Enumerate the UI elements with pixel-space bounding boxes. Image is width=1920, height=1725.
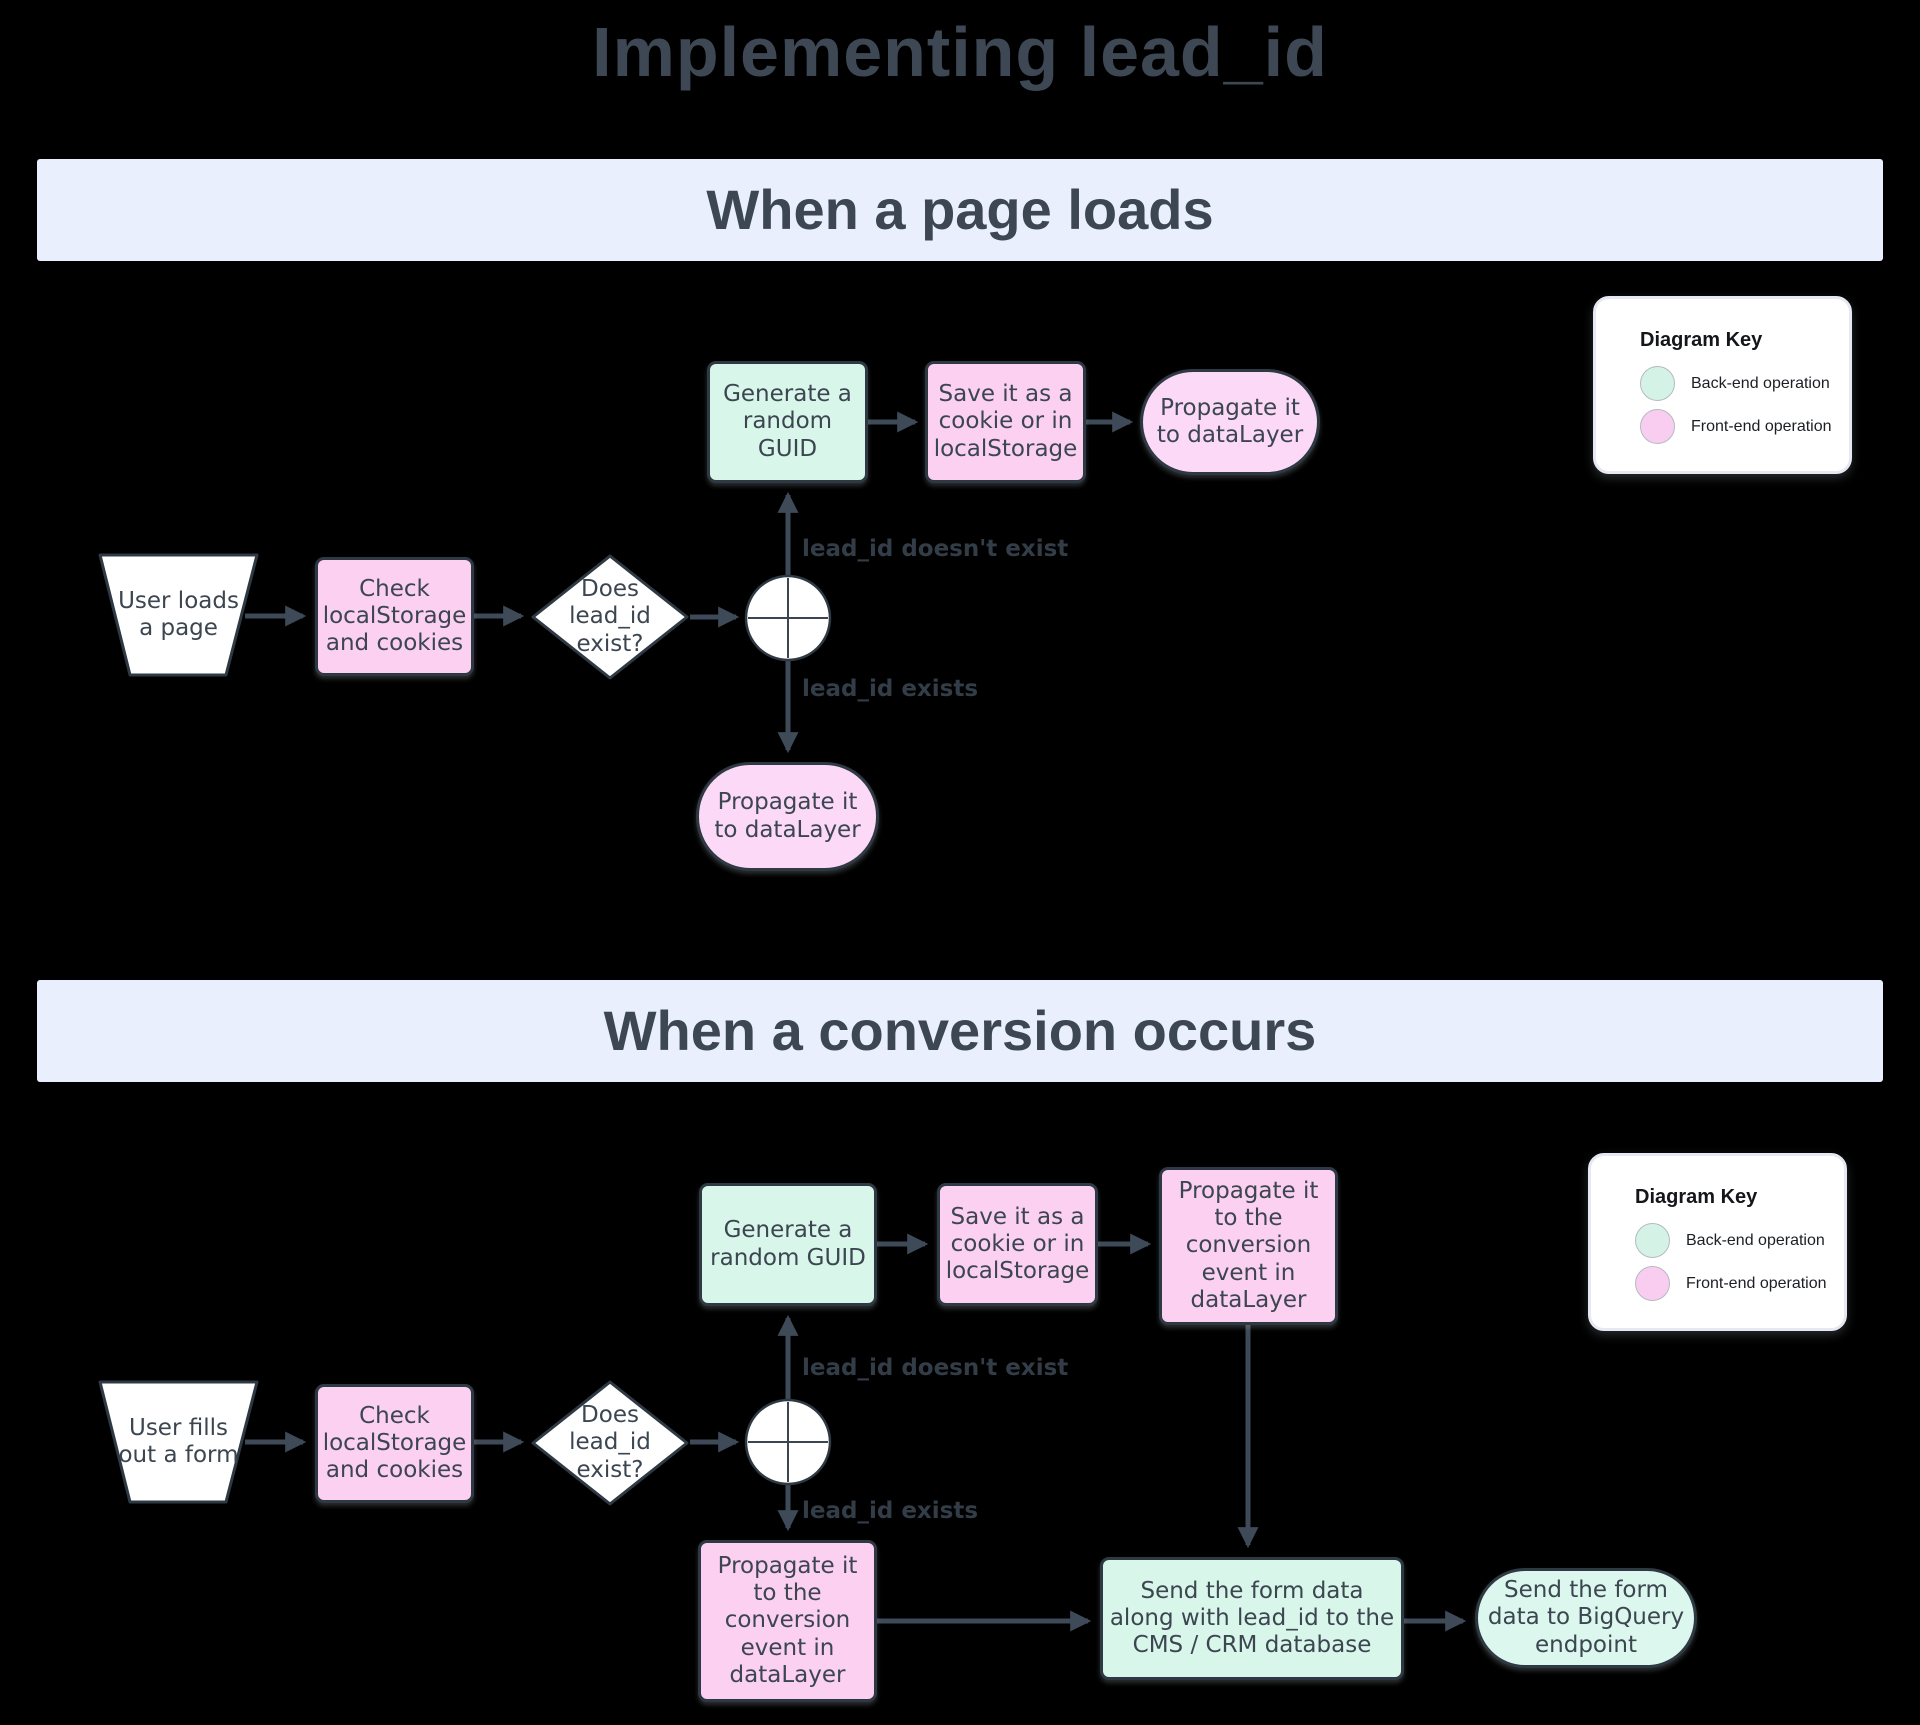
edge-label-lead-id-doesnt-exist: lead_id doesn't exist [802, 536, 1069, 562]
node-does-lead-id-exist: Does lead_id exist? [530, 553, 690, 681]
diagram-key-title: Diagram Key [1635, 1186, 1758, 1208]
node-generate-guid: Generate a random GUID [707, 361, 868, 483]
edge-label-lead-id-exists: lead_id exists [802, 1498, 979, 1524]
node-label: User loads a page [118, 587, 239, 641]
legend-item-backend: Back-end operation [1640, 366, 1849, 401]
node-send-form-data-cms-crm: Send the form data along with lead_id to… [1100, 1557, 1404, 1680]
node-check-localstorage: Check localStorage and cookies [315, 1384, 474, 1503]
flow2-junction-node [744, 1398, 832, 1486]
legend-item-backend: Back-end operation [1635, 1223, 1844, 1258]
node-propagate-datalayer-bottom: Propagate it to dataLayer [696, 762, 879, 871]
node-does-lead-id-exist: Does lead_id exist? [530, 1379, 690, 1507]
diagram-key-panel: Diagram Key Back-end operation Front-end… [1588, 1153, 1847, 1331]
node-label: Propagate it to the conversion event in … [1178, 1178, 1319, 1313]
node-label: Propagate it to dataLayer [1156, 394, 1304, 448]
node-label: Generate a random GUID [723, 381, 852, 462]
edge-label-lead-id-exists: lead_id exists [802, 676, 979, 702]
node-label: Does lead_id exist? [569, 576, 651, 657]
node-save-cookie: Save it as a cookie or in localStorage [925, 361, 1086, 483]
trapezoid-shape [98, 553, 259, 677]
node-label: Does lead_id exist? [569, 1402, 651, 1483]
legend-item-label: Front-end operation [1686, 1274, 1827, 1292]
edge-label-lead-id-doesnt-exist: lead_id doesn't exist [802, 1355, 1069, 1381]
flow1-edges [245, 411, 1134, 754]
node-label: Check localStorage and cookies [322, 575, 467, 657]
node-user-loads-page: User loads a page [97, 552, 260, 678]
frontend-operation-dot-icon [1635, 1266, 1670, 1301]
trapezoid-shape [98, 1380, 259, 1504]
section-header-page-loads: When a page loads [37, 159, 1883, 261]
node-generate-guid: Generate a random GUID [699, 1183, 877, 1306]
node-label: Send the form data along with lead_id to… [1109, 1577, 1395, 1659]
node-label: Propagate it to dataLayer [714, 789, 861, 843]
flow1-junction-node [744, 574, 832, 662]
legend-item-frontend: Front-end operation [1635, 1266, 1844, 1301]
node-check-localstorage: Check localStorage and cookies [315, 557, 474, 676]
diagram-key-title: Diagram Key [1640, 329, 1763, 351]
node-propagate-conversion-event-bottom: Propagate it to the conversion event in … [698, 1540, 877, 1702]
node-label: Save it as a cookie or in localStorage [933, 381, 1078, 462]
diagram-key-panel: Diagram Key Back-end operation Front-end… [1593, 296, 1852, 474]
node-propagate-datalayer-top: Propagate it to dataLayer [1140, 369, 1320, 475]
backend-operation-dot-icon [1640, 366, 1675, 401]
node-propagate-conversion-event-top: Propagate it to the conversion event in … [1159, 1167, 1338, 1325]
node-user-fills-form: User fills out a form [97, 1379, 260, 1505]
legend-item-frontend: Front-end operation [1640, 409, 1849, 444]
node-label: Save it as a cookie or in localStorage [945, 1203, 1090, 1285]
node-label: Generate a random GUID [710, 1217, 866, 1271]
legend-item-label: Front-end operation [1691, 417, 1832, 435]
backend-operation-dot-icon [1635, 1223, 1670, 1258]
legend-item-label: Back-end operation [1686, 1231, 1825, 1249]
node-label: User fills out a form [118, 1414, 239, 1468]
section-header-conversion-occurs: When a conversion occurs [37, 980, 1883, 1082]
node-send-data-bigquery: Send the form data to BigQuery endpoint [1475, 1568, 1697, 1668]
flow2-edges [245, 1233, 1467, 1632]
node-label: Check localStorage and cookies [322, 1402, 467, 1484]
node-label: Send the form data to BigQuery endpoint [1487, 1577, 1685, 1658]
node-save-cookie: Save it as a cookie or in localStorage [937, 1183, 1098, 1306]
diamond-shape [531, 554, 689, 680]
frontend-operation-dot-icon [1640, 409, 1675, 444]
page-title: Implementing lead_id [592, 13, 1328, 91]
diamond-shape [531, 1380, 689, 1506]
node-label: Propagate it to the conversion event in … [717, 1553, 858, 1688]
legend-item-label: Back-end operation [1691, 374, 1830, 392]
